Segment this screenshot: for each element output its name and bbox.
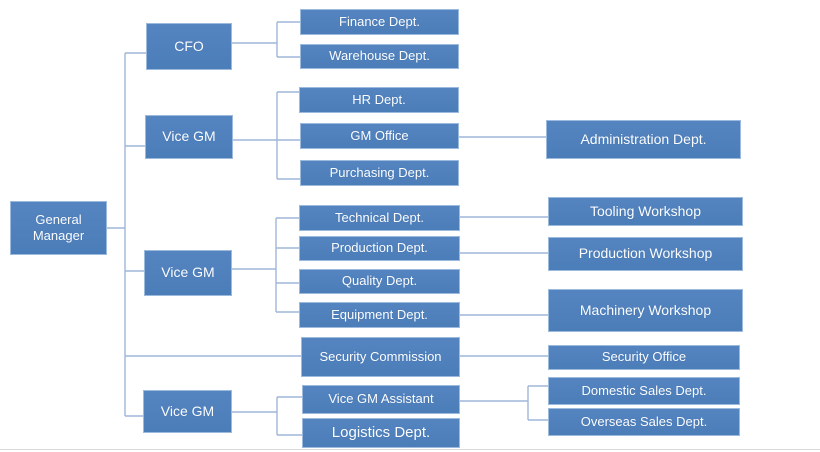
node-label-tooling-workshop: Tooling Workshop (589, 202, 702, 219)
node-label-vice-gm-3: Vice GM (160, 402, 215, 419)
node-label-overseas-sales-dept: Overseas Sales Dept. (580, 413, 708, 429)
node-label-machinery-workshop: Machinery Workshop (579, 301, 712, 318)
node-label-vice-gm-assistant: Vice GM Assistant (328, 391, 434, 407)
node-label-vice-gm-2: Vice GM (161, 264, 215, 281)
node-tooling-workshop[interactable]: Tooling Workshop (548, 197, 743, 226)
node-label-gm-office: GM Office (350, 127, 409, 143)
node-vice-gm-assistant[interactable]: Vice GM Assistant (302, 385, 460, 414)
node-label-hr-dept: HR Dept. (352, 91, 406, 107)
node-equipment-dept[interactable]: Equipment Dept. (299, 302, 460, 328)
node-vice-gm-1[interactable]: Vice GM (145, 115, 233, 159)
node-label-warehouse-dept: Warehouse Dept. (329, 48, 430, 64)
node-label-domestic-sales-dept: Domestic Sales Dept. (581, 382, 707, 398)
node-label-technical-dept: Technical Dept. (335, 209, 424, 225)
node-warehouse-dept[interactable]: Warehouse Dept. (300, 44, 459, 69)
node-hr-dept[interactable]: HR Dept. (299, 87, 459, 113)
node-cfo[interactable]: CFO (146, 23, 232, 70)
node-label-administration-dept: Administration Dept. (580, 130, 707, 147)
node-quality-dept[interactable]: Quality Dept. (299, 269, 460, 294)
node-label-logistics-dept: Logistics Dept. (331, 423, 431, 441)
node-label-purchasing-dept: Purchasing Dept. (329, 164, 430, 180)
node-logistics-dept[interactable]: Logistics Dept. (302, 418, 460, 448)
node-general-manager[interactable]: General Manager (10, 201, 107, 255)
node-gm-office[interactable]: GM Office (300, 123, 459, 149)
node-label-equipment-dept: Equipment Dept. (331, 306, 428, 322)
node-security-commission[interactable]: Security Commission (301, 337, 460, 377)
node-label-production-dept: Production Dept. (331, 240, 428, 256)
node-vice-gm-2[interactable]: Vice GM (144, 250, 232, 296)
node-label-production-workshop: Production Workshop (578, 245, 713, 262)
slide-bottom-edge (0, 449, 820, 450)
node-machinery-workshop[interactable]: Machinery Workshop (548, 289, 743, 332)
node-overseas-sales-dept[interactable]: Overseas Sales Dept. (548, 408, 740, 436)
node-finance-dept[interactable]: Finance Dept. (300, 9, 459, 35)
node-label-security-office: Security Office (601, 349, 687, 365)
node-vice-gm-3[interactable]: Vice GM (143, 390, 232, 433)
node-domestic-sales-dept[interactable]: Domestic Sales Dept. (548, 377, 740, 405)
node-label-quality-dept: Quality Dept. (341, 273, 418, 289)
node-production-workshop[interactable]: Production Workshop (548, 237, 743, 271)
node-label-cfo: CFO (174, 37, 204, 54)
node-security-office[interactable]: Security Office (548, 345, 740, 370)
node-label-security-commission: Security Commission (319, 348, 442, 364)
node-technical-dept[interactable]: Technical Dept. (299, 205, 460, 231)
node-label-general-manager: General Manager (32, 211, 85, 243)
node-label-finance-dept: Finance Dept. (339, 13, 420, 29)
node-purchasing-dept[interactable]: Purchasing Dept. (300, 160, 459, 186)
node-administration-dept[interactable]: Administration Dept. (546, 120, 741, 159)
node-production-dept[interactable]: Production Dept. (299, 236, 460, 261)
node-label-vice-gm-1: Vice GM (162, 128, 216, 145)
